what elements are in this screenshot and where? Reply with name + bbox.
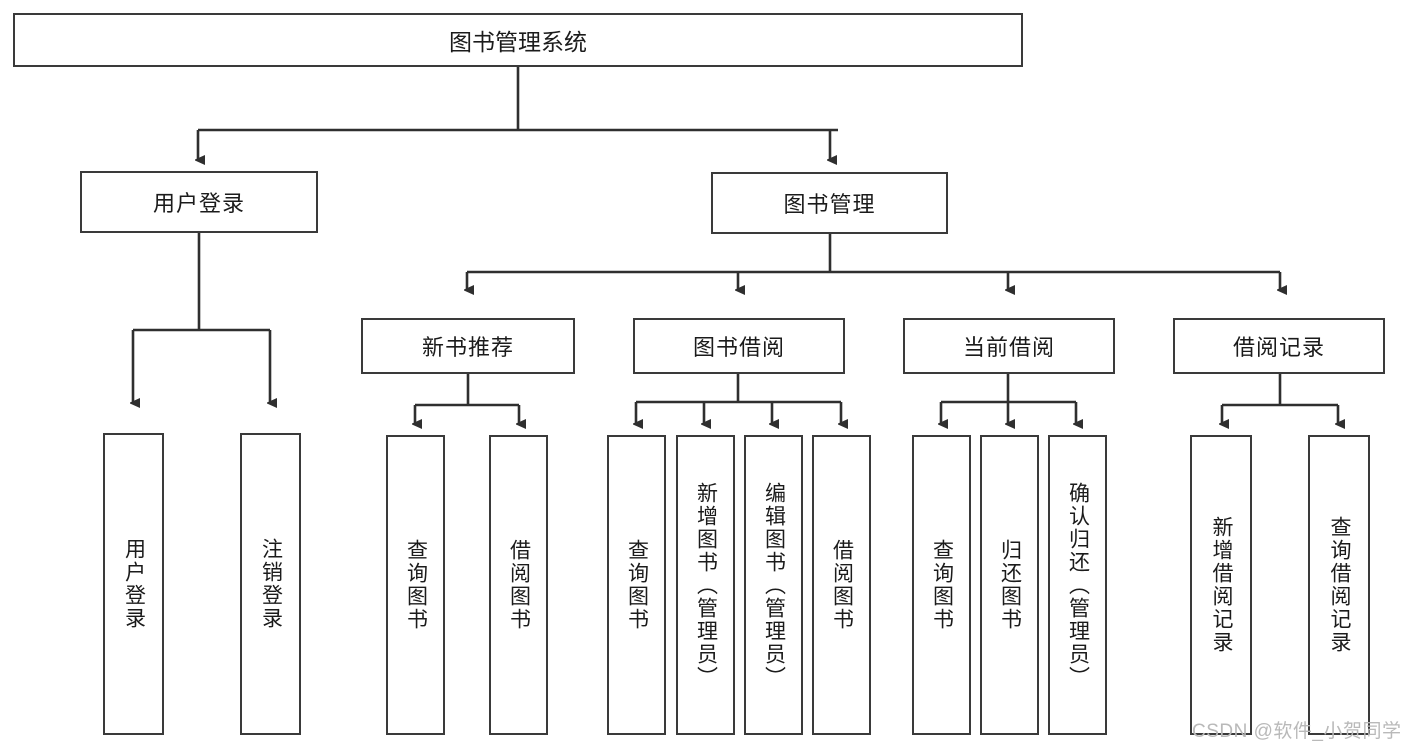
node-user-login-label: 用户登录	[152, 191, 245, 216]
node-leaf-query-book-3[interactable]: 查询图书	[912, 435, 971, 735]
node-leaf-query-book-1[interactable]: 查询图书	[386, 435, 445, 735]
node-leaf-return-book-label: 归还图书	[998, 539, 1022, 631]
node-leaf-add-book-label: 新增图书（管理员）	[694, 481, 718, 689]
node-book-manage[interactable]: 图书管理	[711, 172, 948, 234]
node-leaf-query-book-2-label: 查询图书	[625, 539, 649, 631]
node-leaf-query-book-2[interactable]: 查询图书	[607, 435, 666, 735]
node-new-book-rec[interactable]: 新书推荐	[361, 318, 575, 374]
node-current-borrow-label: 当前借阅	[962, 335, 1055, 360]
node-leaf-confirm-return-label: 确认归还（管理员）	[1066, 481, 1090, 689]
node-leaf-query-record-label: 查询借阅记录	[1328, 516, 1352, 654]
node-leaf-logout-login-label: 注销登录	[259, 538, 283, 630]
node-root[interactable]: 图书管理系统	[13, 13, 1023, 67]
node-current-borrow[interactable]: 当前借阅	[903, 318, 1115, 374]
node-leaf-return-book[interactable]: 归还图书	[980, 435, 1039, 735]
node-leaf-borrow-book-1[interactable]: 借阅图书	[489, 435, 548, 735]
node-leaf-user-login[interactable]: 用户登录	[103, 433, 164, 735]
node-leaf-add-record[interactable]: 新增借阅记录	[1190, 435, 1252, 735]
node-book-manage-label: 图书管理	[783, 192, 876, 217]
node-leaf-query-book-3-label: 查询图书	[930, 539, 954, 631]
node-borrow-record[interactable]: 借阅记录	[1173, 318, 1385, 374]
node-leaf-user-login-label: 用户登录	[122, 538, 146, 630]
node-borrow-record-label: 借阅记录	[1232, 335, 1325, 360]
node-new-book-rec-label: 新书推荐	[421, 335, 514, 360]
node-leaf-logout-login[interactable]: 注销登录	[240, 433, 301, 735]
node-leaf-borrow-book-2-label: 借阅图书	[830, 539, 854, 631]
node-leaf-borrow-book-2[interactable]: 借阅图书	[812, 435, 871, 735]
node-leaf-confirm-return[interactable]: 确认归还（管理员）	[1048, 435, 1107, 735]
node-root-label: 图书管理系统	[449, 29, 587, 55]
node-leaf-query-book-1-label: 查询图书	[404, 539, 428, 631]
node-book-borrow[interactable]: 图书借阅	[633, 318, 845, 374]
node-leaf-borrow-book-1-label: 借阅图书	[507, 539, 531, 631]
node-leaf-add-record-label: 新增借阅记录	[1210, 516, 1234, 654]
node-leaf-edit-book[interactable]: 编辑图书（管理员）	[744, 435, 803, 735]
node-user-login[interactable]: 用户登录	[80, 171, 318, 233]
node-leaf-query-record[interactable]: 查询借阅记录	[1308, 435, 1370, 735]
node-leaf-edit-book-label: 编辑图书（管理员）	[762, 481, 786, 689]
node-leaf-add-book[interactable]: 新增图书（管理员）	[676, 435, 735, 735]
node-book-borrow-label: 图书借阅	[692, 335, 785, 360]
